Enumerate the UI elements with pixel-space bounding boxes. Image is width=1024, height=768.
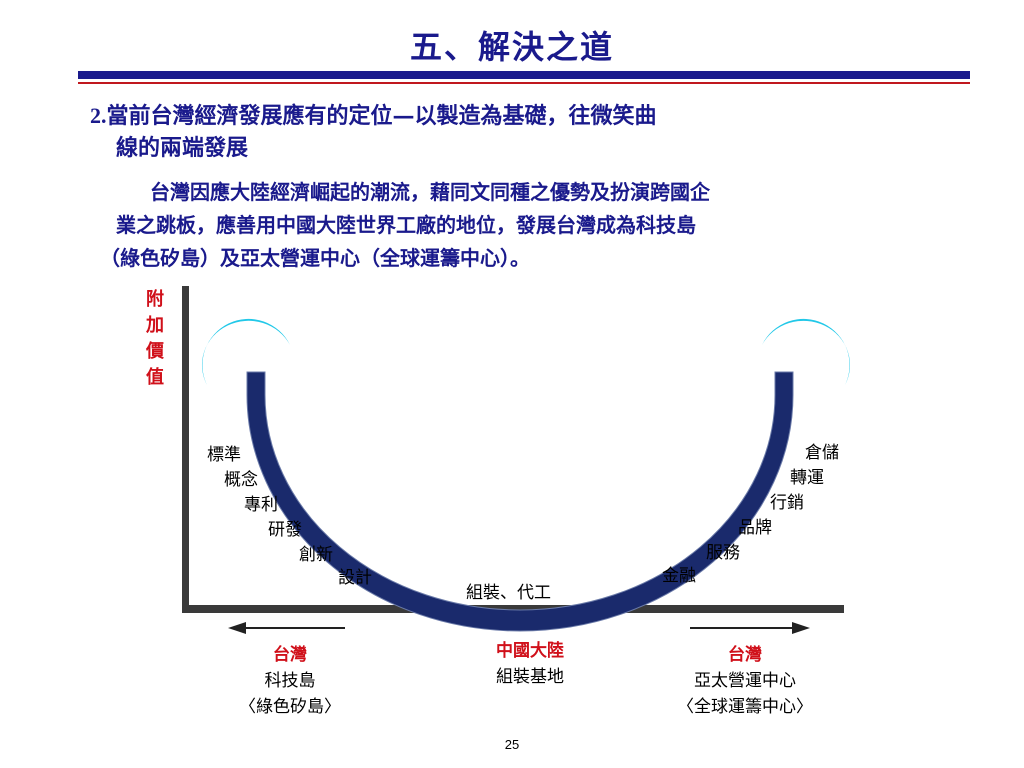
smile-curve — [246, 371, 794, 632]
right-item-marketing: 行銷 — [770, 493, 804, 513]
caption-left-title: 台灣 — [273, 645, 307, 665]
left-item-innovation: 創新 — [299, 545, 333, 565]
right-item-warehousing: 倉儲 — [805, 443, 839, 463]
body-paragraph: 台灣因應大陸經濟崛起的潮流，藉同文同種之優勢及扮演跨國企 業之跳板，應善用中國大… — [90, 176, 960, 275]
caption-left-line2: 〈綠色矽島〉 — [239, 697, 341, 717]
caption-right-title: 台灣 — [728, 645, 762, 665]
heading-line-1: 當前台灣經濟發展應有的定位—以製造為基礎，往微笑曲 — [106, 103, 657, 129]
caption-right-line2: 〈全球運籌中心〉 — [677, 697, 813, 717]
caption-right-line1: 亞太營運中心 — [694, 671, 796, 691]
heading-number: 2. — [90, 103, 107, 128]
arrow-icon — [792, 622, 810, 634]
left-item-patent: 專利 — [244, 495, 278, 515]
page-number: 25 — [504, 737, 520, 752]
crescent-moon-icon — [201, 318, 290, 385]
left-item-rnd: 研發 — [268, 520, 302, 540]
caption-left: 台灣 科技島 〈綠色矽島〉 — [215, 642, 365, 720]
caption-right: 台灣 亞太營運中心 〈全球運籌中心〉 — [650, 642, 840, 720]
slide-title: 五、解決之道 — [409, 28, 614, 66]
title-underline-thick — [78, 71, 970, 79]
left-item-concept: 概念 — [224, 470, 258, 490]
y-axis-label: 附加價值 — [146, 289, 164, 388]
paragraph-line-1: 台灣因應大陸經濟崛起的潮流，藉同文同種之優勢及扮演跨國企 — [150, 180, 710, 204]
heading-line-2: 線的兩端發展 — [116, 135, 249, 161]
right-item-finance: 金融 — [662, 566, 696, 586]
caption-center-line1: 組裝基地 — [496, 667, 564, 687]
caption-left-line1: 科技島 — [264, 671, 316, 691]
bottom-item-assembly: 組裝、代工 — [466, 583, 551, 603]
caption-center: 中國大陸 組裝基地 — [455, 638, 605, 690]
right-item-transit: 轉運 — [790, 468, 824, 488]
title-underline-thin — [78, 82, 970, 84]
arrow-icon — [228, 622, 246, 634]
right-item-service: 服務 — [706, 543, 740, 563]
left-item-design: 設計 — [338, 568, 372, 588]
caption-center-title: 中國大陸 — [496, 641, 564, 661]
paragraph-line-2: 業之跳板，應善用中國大陸世界工廠的地位，發展台灣成為科技島 — [116, 213, 696, 237]
x-axis — [182, 605, 844, 613]
right-item-brand: 品牌 — [738, 518, 772, 538]
paragraph-line-3: （綠色矽島）及亞太營運中心（全球運籌中心）。 — [100, 246, 530, 270]
left-item-standard: 標準 — [207, 445, 241, 465]
section-heading: 2.當前台灣經濟發展應有的定位—以製造為基礎，往微笑曲 線的兩端發展 — [90, 100, 950, 164]
y-axis — [182, 286, 189, 612]
